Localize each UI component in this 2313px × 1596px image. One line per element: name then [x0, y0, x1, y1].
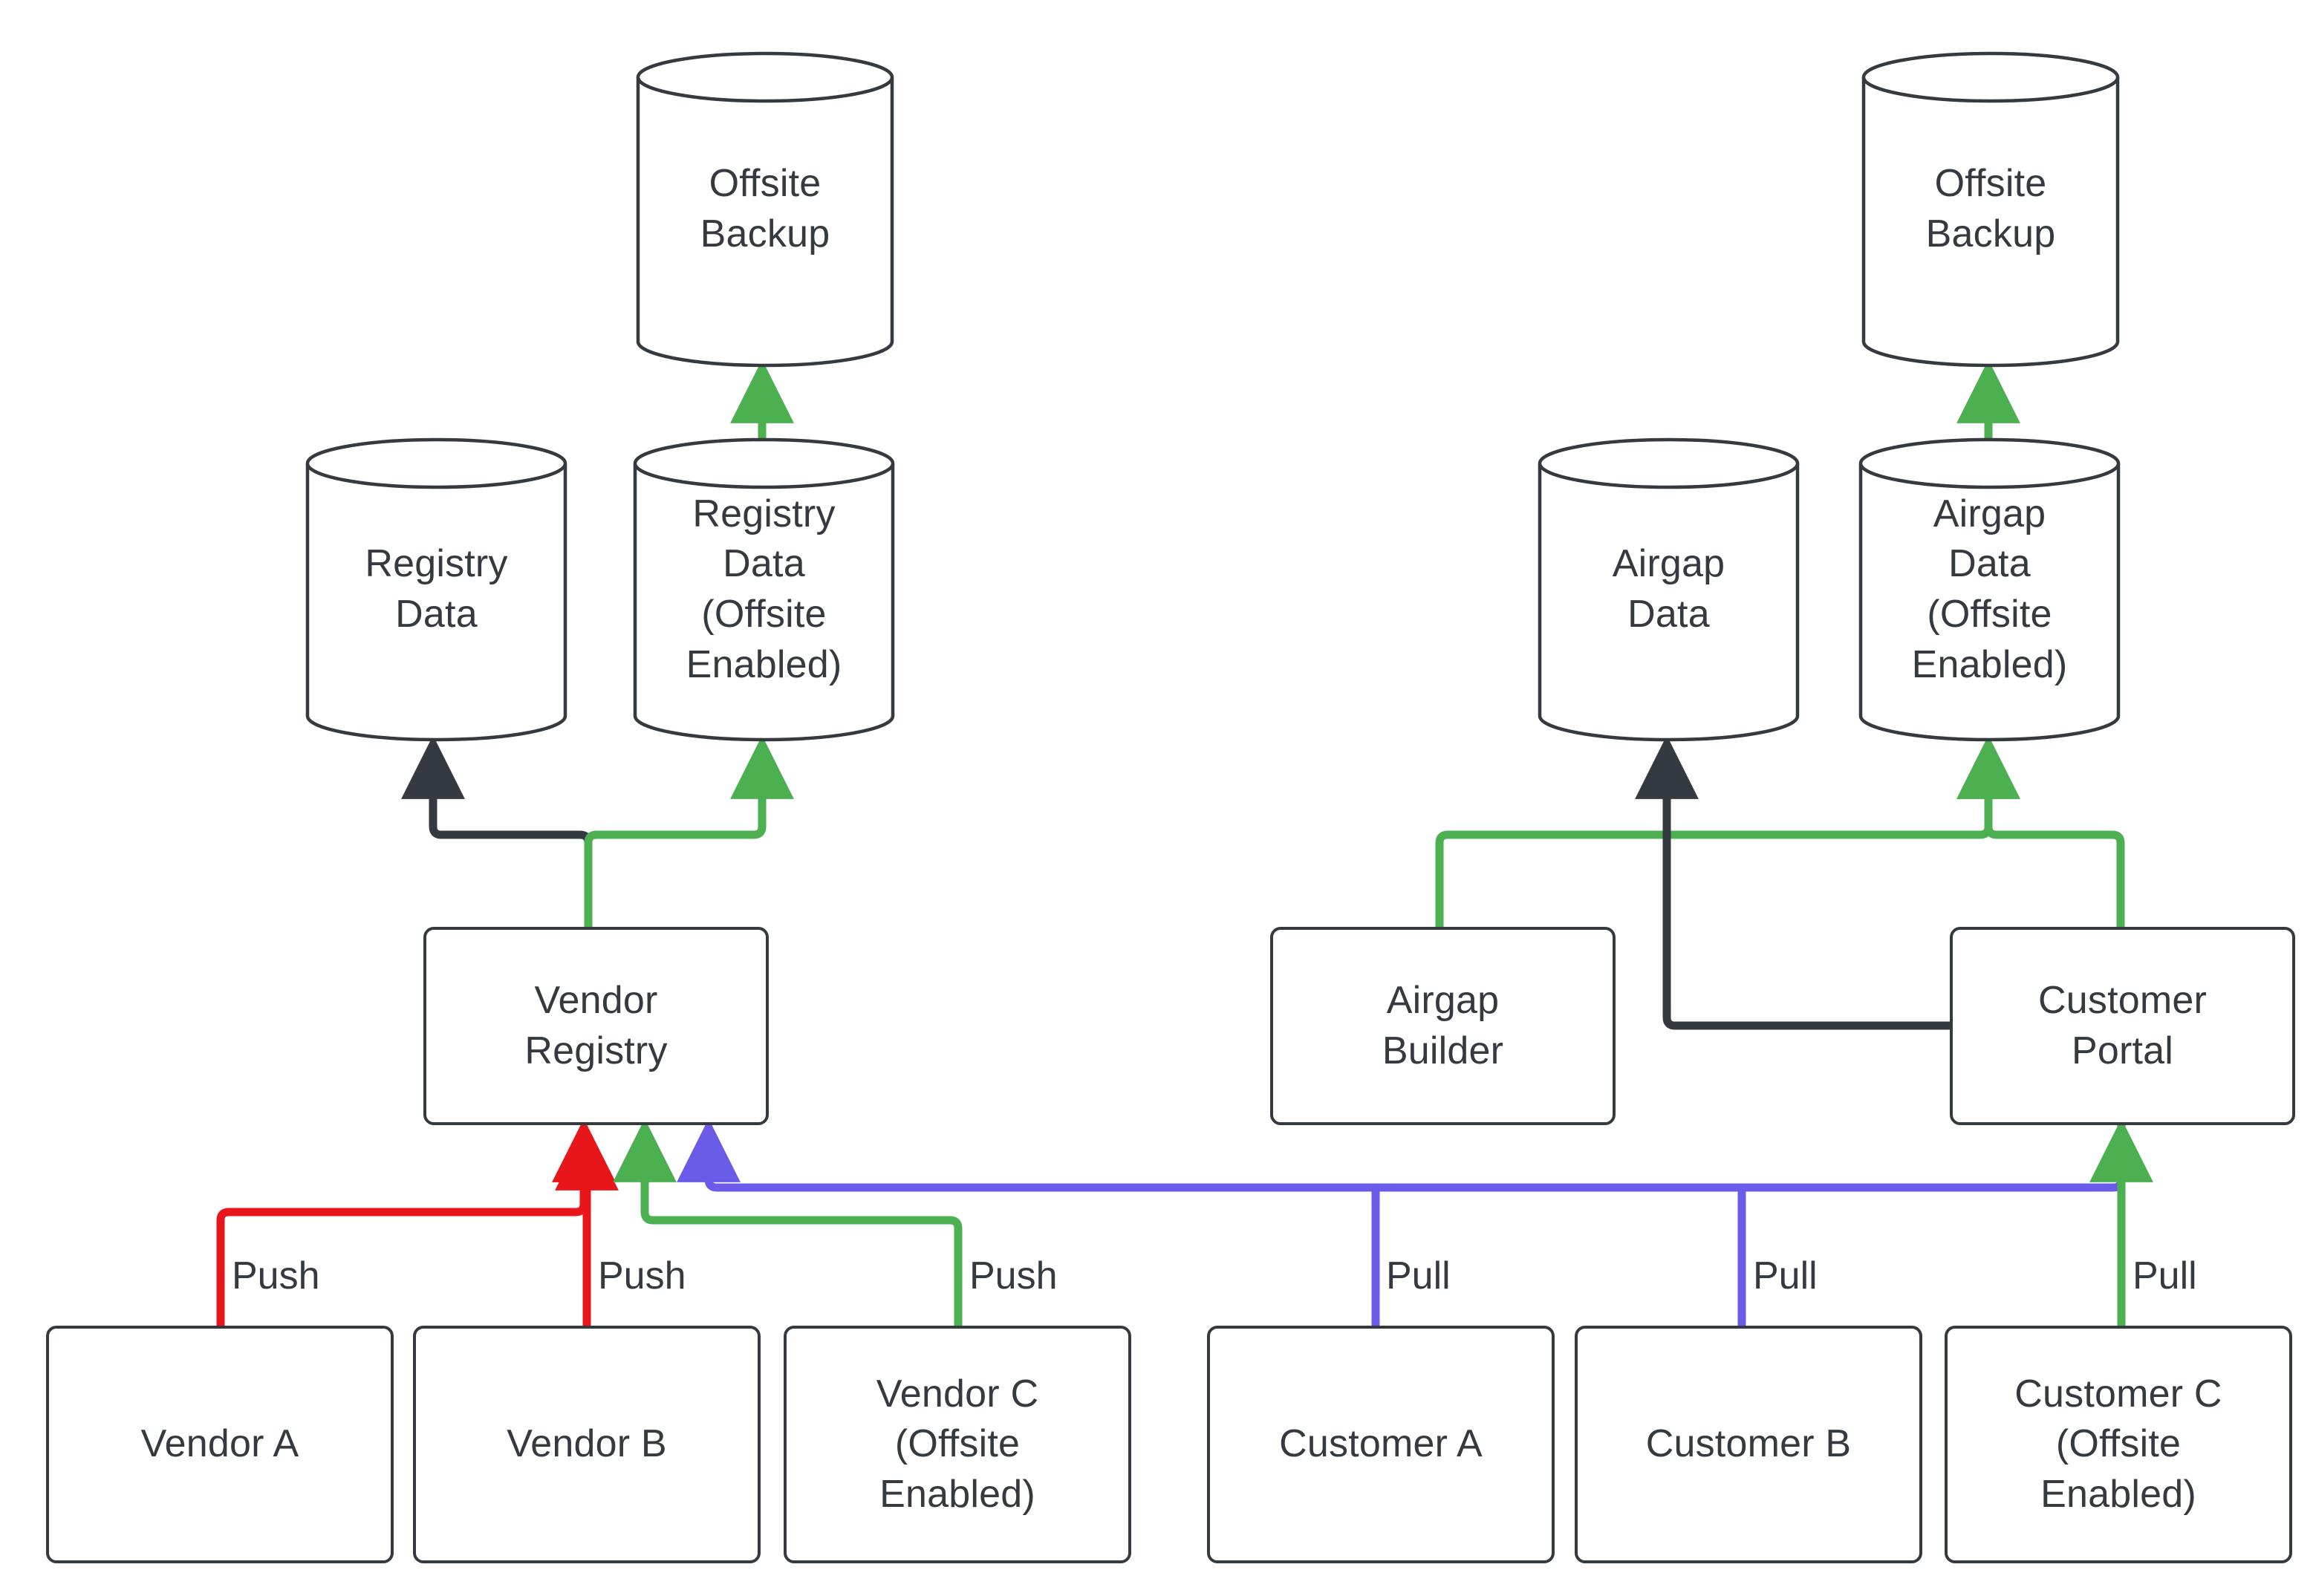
- node-customer-portal[interactable]: Customer Portal: [1950, 927, 2295, 1125]
- node-offsite-backup-left[interactable]: Offsite Backup: [635, 51, 895, 368]
- edge-vendora-to-vendorregistry: [216, 1118, 616, 1326]
- node-airgap-data-offsite[interactable]: Airgap Data (Offsite Enabled): [1858, 437, 2121, 743]
- cylinder-shape: [1861, 51, 2120, 368]
- edge-label-customer-c-pull: Pull: [2133, 1254, 2197, 1297]
- node-customer-b[interactable]: Customer B: [1575, 1326, 1922, 1563]
- node-label: Vendor A: [140, 1422, 299, 1466]
- edge-label-customer-a-pull: Pull: [1386, 1254, 1451, 1297]
- edge-label-customer-b-pull: Pull: [1753, 1254, 1818, 1297]
- node-customer-a[interactable]: Customer A: [1207, 1326, 1555, 1563]
- node-registry-data-offsite[interactable]: Registry Data (Offsite Enabled): [632, 437, 896, 743]
- edge-vendorregistry-to-registrydata: [401, 735, 593, 927]
- node-label: Vendor Registry: [524, 978, 668, 1072]
- node-label: Customer C (Offsite Enabled): [2014, 1372, 2222, 1516]
- node-registry-data[interactable]: Registry Data: [305, 437, 568, 743]
- node-vendor-a[interactable]: Vendor A: [46, 1326, 394, 1563]
- edge-label-vendor-c-push: Push: [969, 1254, 1058, 1297]
- node-label: Airgap Data: [1612, 542, 1725, 636]
- node-customer-c[interactable]: Customer C (Offsite Enabled): [1945, 1326, 2292, 1563]
- node-label: Customer B: [1645, 1422, 1852, 1466]
- node-label: Customer A: [1279, 1422, 1483, 1466]
- node-vendor-c[interactable]: Vendor C (Offsite Enabled): [784, 1326, 1131, 1563]
- edge-label-vendor-a-push: Push: [232, 1254, 320, 1297]
- cylinder-shape: [1538, 437, 1800, 742]
- cylinder-shape: [305, 437, 567, 742]
- node-label: Airgap Data (Offsite Enabled): [1911, 492, 2068, 686]
- edge-vendorc-to-vendorregistry: [613, 1118, 963, 1326]
- node-label: Airgap Builder: [1382, 978, 1504, 1072]
- node-airgap-builder[interactable]: Airgap Builder: [1270, 927, 1616, 1125]
- node-label: Vendor B: [507, 1422, 667, 1466]
- node-vendor-b[interactable]: Vendor B: [413, 1326, 761, 1563]
- cylinder-shape: [633, 437, 895, 742]
- cylinder-shape: [636, 51, 894, 368]
- node-label: Vendor C (Offsite Enabled): [876, 1372, 1039, 1516]
- edge-vendorregistry-to-registrydataoffsite: [584, 735, 794, 927]
- node-label: Offsite Backup: [700, 162, 830, 255]
- node-vendor-registry[interactable]: Vendor Registry: [423, 927, 769, 1125]
- edge-customerportal-to-airgapdata: [1635, 735, 1950, 1030]
- edge-label-vendor-b-push: Push: [598, 1254, 686, 1297]
- node-airgap-data[interactable]: Airgap Data: [1537, 437, 1800, 743]
- node-label: Registry Data: [365, 542, 508, 636]
- node-label: Customer Portal: [2038, 978, 2207, 1072]
- edge-airgapbuilder-to-airgapdataoffsite: [1435, 735, 2020, 927]
- edge-customerportal-to-vendorregistry: [677, 1118, 2126, 1192]
- node-offsite-backup-right[interactable]: Offsite Backup: [1861, 51, 2121, 368]
- node-label: Offsite Backup: [1925, 162, 2056, 255]
- edge-customerportal-to-airgapdataoffsite: [1956, 735, 2125, 927]
- node-label: Registry Data (Offsite Enabled): [686, 492, 842, 686]
- cylinder-shape: [1858, 437, 2121, 742]
